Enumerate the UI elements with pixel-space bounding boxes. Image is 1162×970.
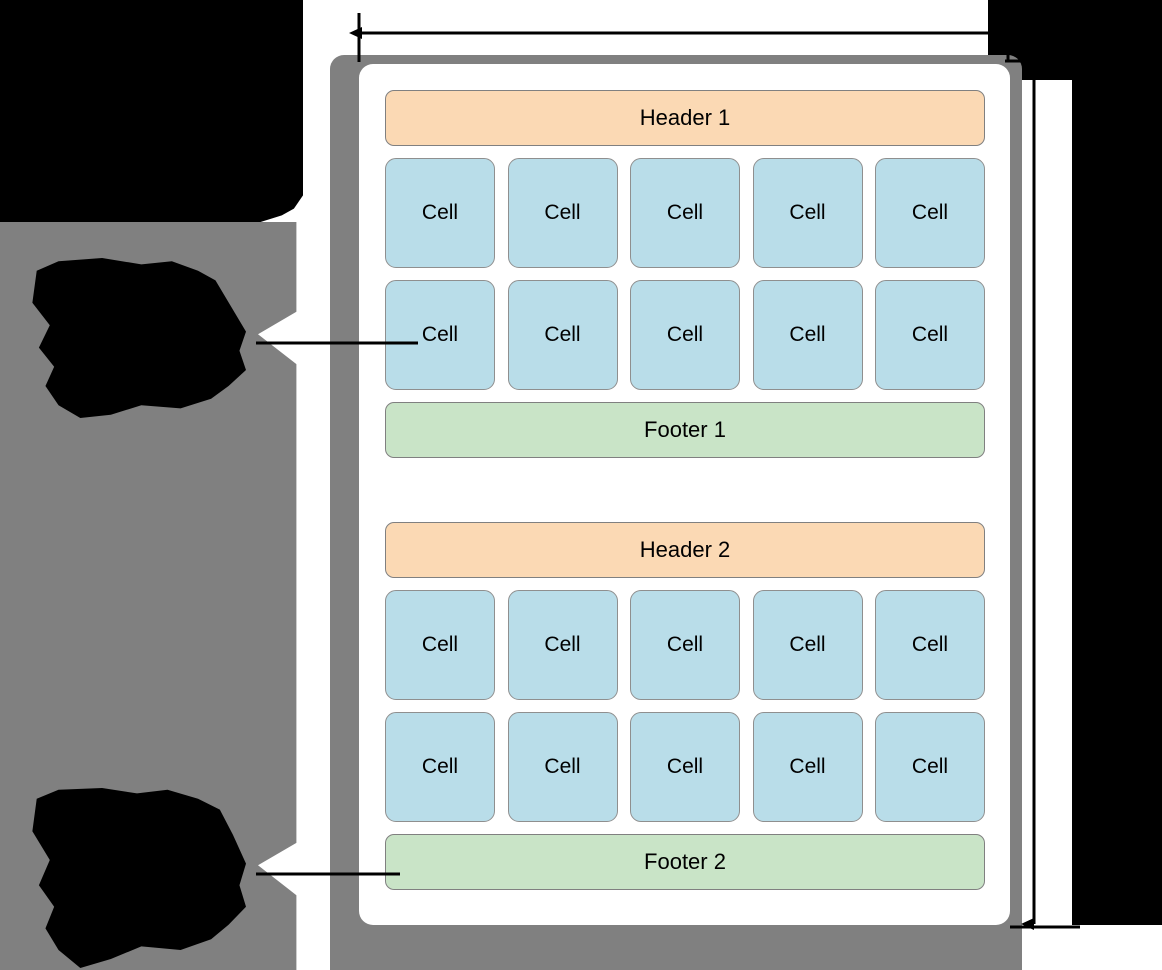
section-1-row-1: Cell Cell Cell Cell Cell — [385, 158, 985, 268]
cell[interactable]: Cell — [630, 158, 740, 268]
cell[interactable]: Cell — [875, 158, 985, 268]
redacted-blob-upper — [32, 258, 246, 418]
cell[interactable]: Cell — [507, 280, 618, 390]
cell[interactable]: Cell — [630, 590, 740, 700]
cell[interactable]: Cell — [875, 590, 985, 700]
cell[interactable]: Cell — [752, 590, 863, 700]
redacted-block-top-left — [0, 0, 303, 222]
cell[interactable]: Cell — [752, 280, 863, 390]
cell[interactable]: Cell — [630, 712, 740, 822]
cell[interactable]: Cell — [385, 280, 495, 390]
redacted-blob-lower — [32, 788, 246, 968]
section-2-row-2: Cell Cell Cell Cell Cell — [385, 712, 985, 822]
cell[interactable]: Cell — [752, 712, 863, 822]
section-1-header[interactable]: Header 1 — [385, 90, 985, 146]
cell[interactable]: Cell — [507, 590, 618, 700]
section-2: Header 2 Cell Cell Cell Cell Cell Cell C… — [385, 522, 985, 890]
cell[interactable]: Cell — [507, 158, 618, 268]
cell[interactable]: Cell — [385, 712, 495, 822]
cell[interactable]: Cell — [875, 712, 985, 822]
section-1: Header 1 Cell Cell Cell Cell Cell Cell C… — [385, 90, 985, 458]
cell[interactable]: Cell — [875, 280, 985, 390]
cell[interactable]: Cell — [752, 158, 863, 268]
section-2-header[interactable]: Header 2 — [385, 522, 985, 578]
section-1-footer[interactable]: Footer 1 — [385, 402, 985, 458]
cell[interactable]: Cell — [630, 280, 740, 390]
section-2-row-1: Cell Cell Cell Cell Cell — [385, 590, 985, 700]
section-1-row-2: Cell Cell Cell Cell Cell — [385, 280, 985, 390]
cell[interactable]: Cell — [385, 590, 495, 700]
cell[interactable]: Cell — [385, 158, 495, 268]
cell[interactable]: Cell — [507, 712, 618, 822]
redacted-block-right — [1072, 0, 1162, 925]
section-2-footer[interactable]: Footer 2 — [385, 834, 985, 890]
